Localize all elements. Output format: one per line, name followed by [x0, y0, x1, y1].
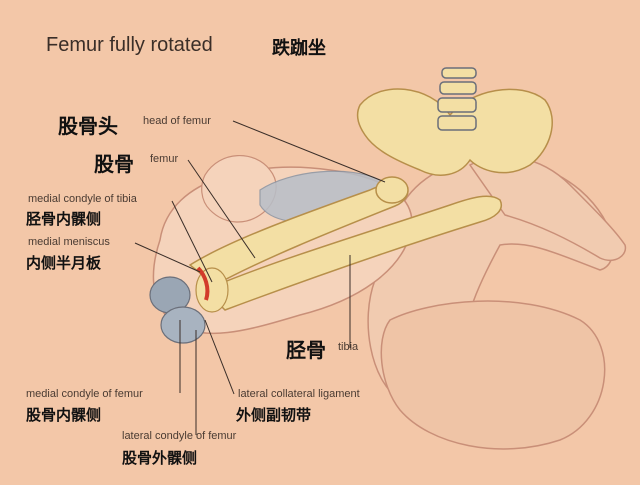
leader-lateral-collateral-ligament — [204, 319, 235, 395]
vertebra-2 — [439, 81, 477, 95]
label-medial-meniscus-en: medial meniscus — [28, 236, 110, 248]
title-chinese: 跌跏坐 — [272, 38, 326, 59]
label-medial-condyle-femur-en: medial condyle of femur — [26, 388, 143, 400]
title-english: Femur fully rotated — [46, 34, 213, 56]
label-lateral-collateral-ligament-en: lateral collateral ligament — [238, 388, 360, 400]
vertebra-3 — [437, 97, 477, 113]
pelvis-bone — [356, 88, 553, 176]
label-lateral-condyle-femur-en: lateral condyle of femur — [122, 430, 237, 442]
label-lateral-condyle-femur-zh: 股骨外髁侧 — [122, 449, 198, 467]
label-medial-condyle-tibia-zh: 胫骨内髁侧 — [26, 210, 102, 228]
hip-silhouette — [380, 300, 606, 450]
tibia-bone — [203, 195, 502, 311]
vertebra-4 — [437, 115, 477, 131]
leader-medial-meniscus — [134, 242, 201, 273]
medial-meniscus-shape — [196, 266, 210, 301]
leader-medial-condyle-tibia — [171, 200, 213, 283]
vertebra-1 — [441, 67, 477, 79]
label-head-of-femur-en: head of femur — [143, 115, 211, 127]
label-medial-meniscus-zh: 内侧半月板 — [26, 254, 102, 272]
foot-silhouette — [468, 156, 627, 262]
label-medial-condyle-tibia-en: medial condyle of tibia — [28, 193, 137, 205]
hand-silhouette — [201, 155, 277, 223]
leader-lines — [134, 120, 386, 435]
label-femur-en: femur — [150, 153, 179, 165]
label-head-of-femur-zh: 股骨头 — [58, 114, 118, 138]
label-tibia-zh: 胫骨 — [286, 338, 326, 362]
leader-head-of-femur — [232, 120, 386, 183]
label-femur-zh: 股骨 — [94, 152, 134, 176]
label-tibia-en: tibia — [338, 341, 359, 353]
lateral-condyle-femur — [160, 306, 206, 344]
label-medial-condyle-femur-zh: 股骨内髁侧 — [26, 406, 102, 424]
leader-femur — [187, 159, 256, 259]
label-lateral-collateral-ligament-zh: 外侧副韧带 — [236, 406, 312, 424]
femoral-head — [375, 176, 409, 204]
